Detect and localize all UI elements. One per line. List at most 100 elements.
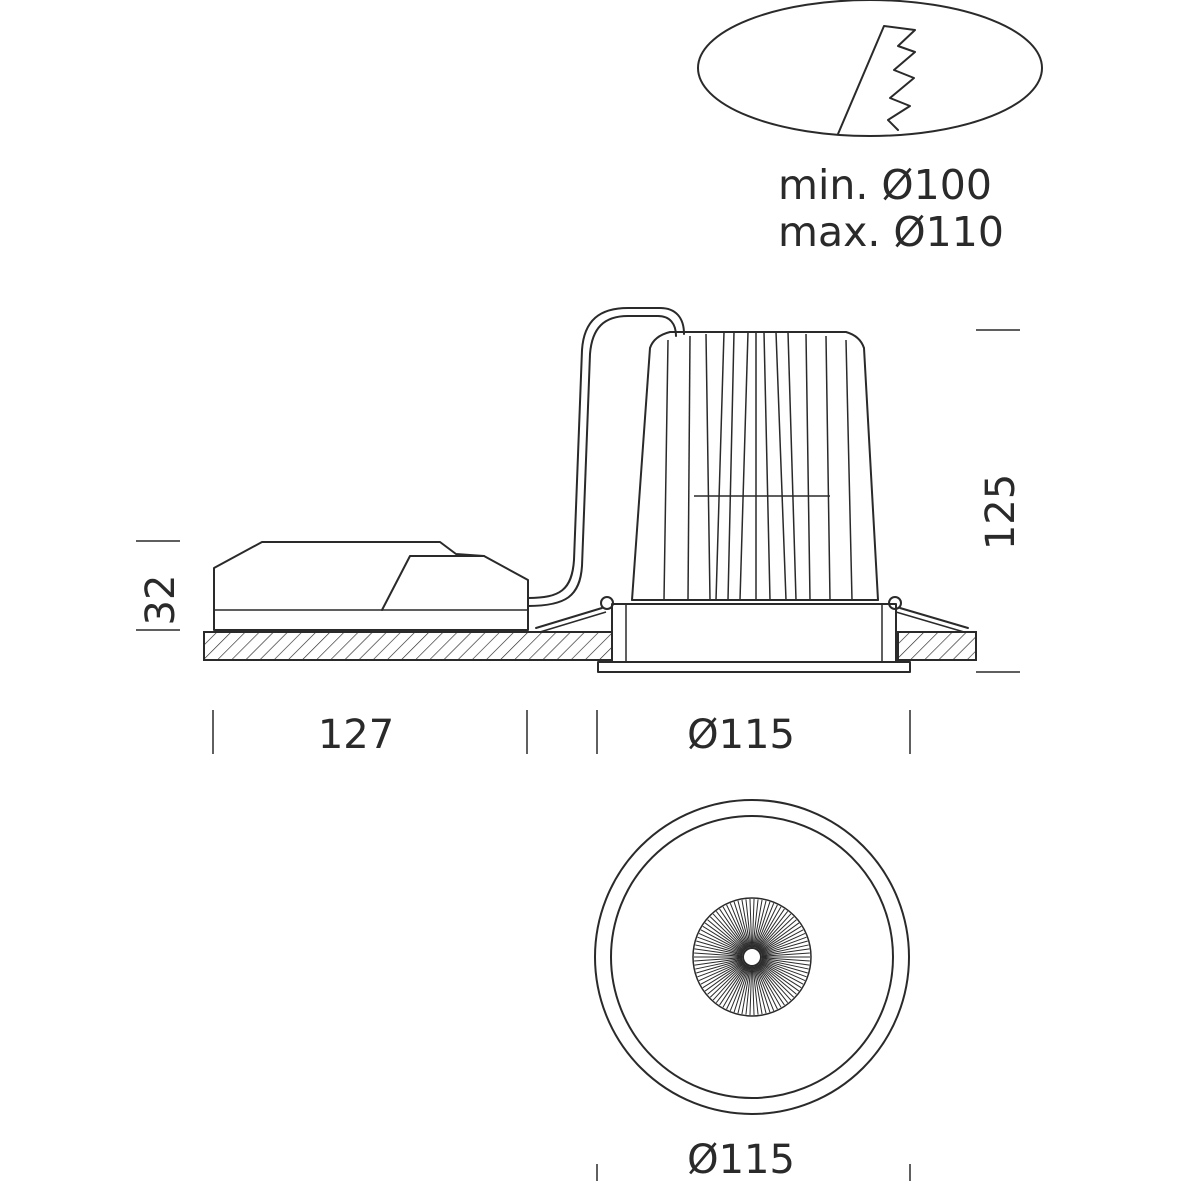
fixture-diameter-front-label: Ø115 (687, 1137, 795, 1181)
fixture-height-label: 125 (978, 474, 1024, 550)
reflector-ray (694, 952, 743, 957)
reflector-ray (749, 899, 753, 948)
reflector-ray (726, 904, 749, 949)
reflector-ray (694, 957, 743, 966)
reflector-ray (707, 919, 745, 951)
reflector-ray (759, 922, 800, 952)
reflector-ray (712, 964, 746, 1001)
reflector-ray (715, 910, 747, 950)
reflector-ray (745, 966, 752, 1015)
reflector-ray (737, 966, 751, 1014)
reflector-ray (698, 960, 744, 982)
reflector-ray (704, 922, 745, 952)
reflector-ray (758, 913, 792, 950)
trim-housing (597, 603, 911, 673)
ceiling-panel-right (897, 631, 977, 661)
reflector-ray (745, 899, 752, 948)
dimension-lines (136, 329, 1020, 1181)
reflector-ray (757, 965, 785, 1006)
reflector-ray (737, 900, 751, 948)
driver-length-label: 127 (318, 712, 394, 758)
cutout-min-label: min. Ø100 (778, 161, 992, 209)
reflector-ray (719, 908, 747, 949)
cutout-max-label: max. Ø110 (778, 208, 1004, 256)
front-view (594, 799, 910, 1115)
reflector-ray (700, 929, 744, 953)
heat-sink (631, 331, 879, 601)
reflector-ray (761, 957, 810, 962)
reflector-ray (712, 913, 746, 950)
reflector-ray (757, 964, 789, 1004)
reflector-ray (759, 962, 800, 992)
reflector-ray (759, 963, 797, 995)
reflector-ray (758, 916, 795, 951)
driver-box (213, 541, 529, 631)
reflector-ray (741, 966, 751, 1015)
cutout-break-line (837, 25, 916, 135)
reflector-ray (761, 944, 809, 956)
cutout-detail (697, 0, 1043, 137)
reflector-ray (719, 965, 747, 1006)
reflector-ray (753, 966, 767, 1014)
reflector-ray (733, 901, 750, 948)
reflector-ray (751, 966, 755, 1015)
reflector-ray (707, 963, 745, 995)
reflector-ray (760, 929, 804, 953)
reflector-ray (756, 965, 782, 1008)
reflector-rays (694, 899, 810, 1015)
reflector-ray (752, 966, 759, 1015)
reflector-ray (754, 901, 771, 948)
reflector-ray (760, 960, 806, 982)
spring-clip-left (535, 596, 614, 633)
reflector-ray (755, 903, 775, 948)
reflector-ray (757, 908, 785, 949)
reflector-ray (726, 965, 749, 1010)
reflector-ray (757, 910, 789, 950)
reflector-ray (761, 936, 807, 955)
driver-height-label: 32 (138, 575, 184, 626)
reflector-ray (702, 961, 744, 989)
reflector-ray (752, 899, 759, 948)
reflector-ray (709, 916, 746, 951)
reflector-ray (696, 959, 743, 974)
reflector-ray (715, 964, 747, 1004)
reflector-ray (741, 899, 751, 948)
reflector-ray (761, 959, 808, 974)
reflector-ray (694, 948, 743, 957)
reflector-circle (692, 897, 812, 1017)
reflector-ray (729, 903, 749, 948)
side-view (203, 307, 977, 673)
reflector-ray (697, 959, 743, 978)
reflector-ray (761, 948, 810, 957)
driver-cable (527, 307, 685, 607)
reflector-ray (733, 966, 750, 1013)
reflector-ray (722, 906, 748, 949)
reflector-ray (722, 965, 748, 1008)
reflector-ray (749, 966, 753, 1015)
reflector-ray (729, 966, 749, 1011)
reflector-ray (709, 963, 746, 998)
reflector-ray (753, 966, 763, 1015)
reflector-ray (751, 899, 755, 948)
reflector-ray (761, 940, 808, 955)
reflector-ray (761, 958, 809, 970)
reflector-ray (756, 906, 782, 949)
reflector-ray (761, 952, 810, 957)
reflector-ray (759, 919, 797, 951)
reflector-ray (700, 961, 744, 985)
reflector-ray (754, 966, 771, 1013)
spring-clip-right (888, 596, 969, 633)
reflector-ray (755, 904, 778, 949)
reflector-ray (755, 965, 778, 1010)
reflector-ray (694, 957, 743, 962)
reflector-ray (758, 963, 795, 998)
outer-trim-circle (594, 799, 910, 1115)
fixture-diameter-side-label: Ø115 (687, 712, 795, 758)
reflector-ray (760, 961, 804, 985)
reflector-ray (761, 957, 810, 966)
ceiling-panel-left (203, 631, 613, 661)
reflector-ray (760, 961, 802, 989)
reflector-ray (698, 932, 744, 954)
led-center (742, 947, 762, 967)
